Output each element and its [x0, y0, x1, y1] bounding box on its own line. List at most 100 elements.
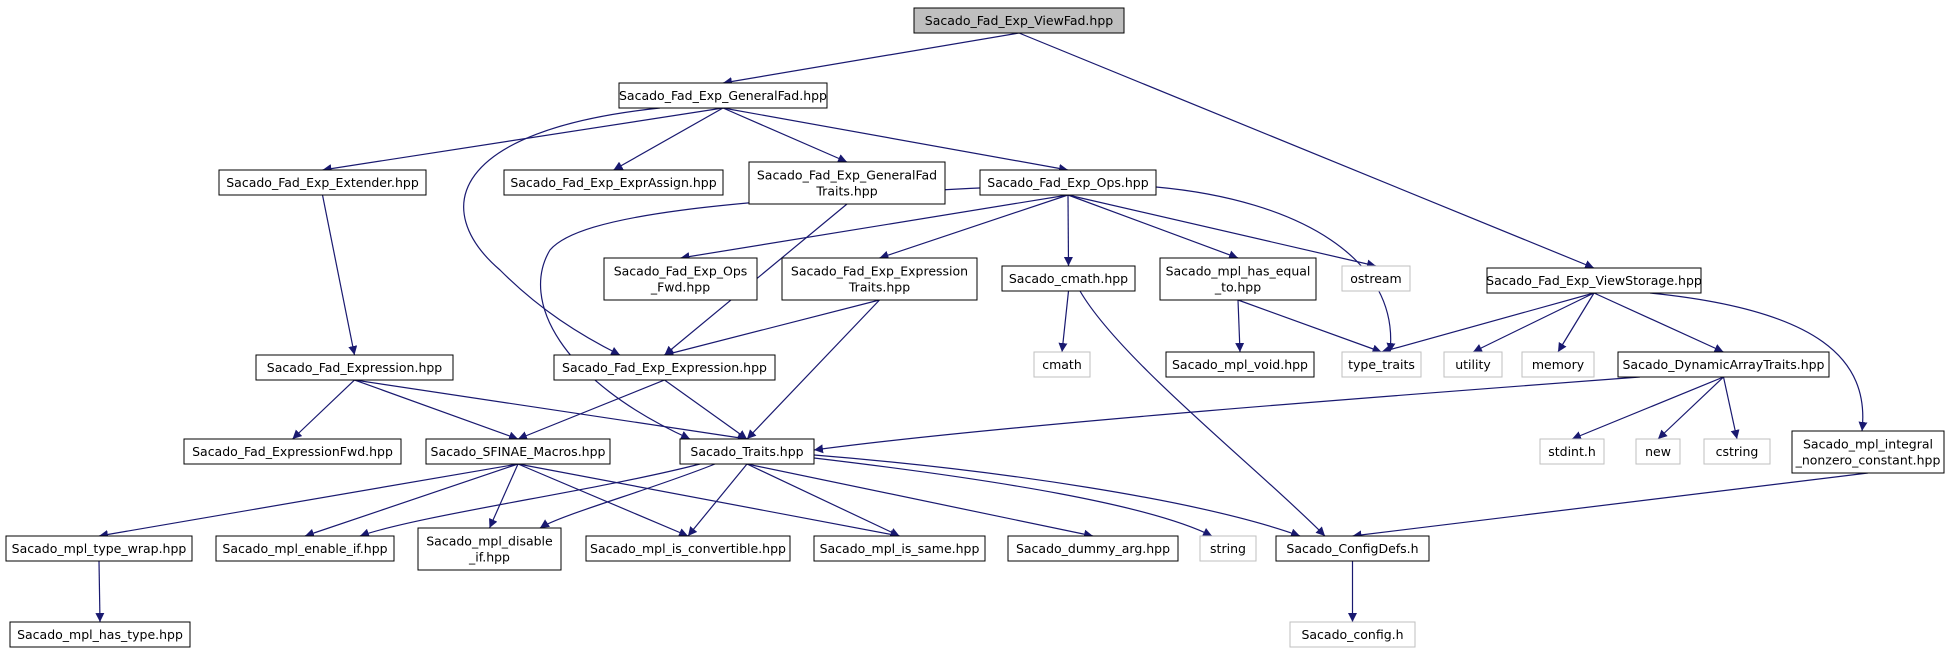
node-stdint: stdint.h: [1539, 438, 1605, 465]
node-box: [781, 257, 978, 301]
edge-generalfad-to-gftraits: [722, 107, 848, 163]
node-enableif[interactable]: Sacado_mpl_enable_if.hpp: [215, 535, 395, 562]
node-label: Sacado_Fad_Exp_Ops: [614, 264, 748, 279]
node-label: Sacado_Fad_Exp_GeneralFad.hpp: [619, 88, 827, 103]
node-label: cmath: [1042, 357, 1082, 372]
node-label: Sacado_mpl_type_wrap.hpp: [12, 541, 187, 556]
node-box: [748, 161, 946, 205]
edge-fadexpression-to-exprfwd: [292, 379, 355, 440]
edge-cmathhpp-to-cmath: [1058, 290, 1070, 353]
node-opsfwd[interactable]: Sacado_Fad_Exp_Ops_Fwd.hpp: [603, 257, 758, 301]
edge-viewstorage-to-integral: [1649, 292, 1868, 432]
node-box: [1289, 621, 1416, 648]
node-label: Sacado_cmath.hpp: [1009, 271, 1128, 286]
node-label: Traits.hpp: [848, 280, 910, 295]
node-box: [679, 438, 815, 465]
edge-hasequal-to-mplvoid: [1235, 299, 1245, 353]
node-box: [215, 535, 395, 562]
node-configdefs[interactable]: Sacado_ConfigDefs.h: [1275, 535, 1430, 562]
node-extender[interactable]: Sacado_Fad_Exp_Extender.hpp: [218, 169, 427, 196]
node-traits[interactable]: Sacado_Traits.hpp: [679, 438, 815, 465]
node-memory: memory: [1521, 351, 1595, 378]
node-fadexpression[interactable]: Sacado_Fad_Expression.hpp: [255, 354, 454, 381]
edge-viewstorage-to-utility: [1472, 292, 1595, 353]
node-box: [913, 7, 1125, 34]
edge-traits-to-enableif: [359, 463, 701, 538]
node-box: [1199, 535, 1257, 562]
node-issame[interactable]: Sacado_mpl_is_same.hpp: [813, 535, 986, 562]
node-label: Sacado_mpl_has_type.hpp: [17, 627, 183, 642]
edge-sfinae-to-isconvertible: [517, 463, 689, 537]
node-box: [5, 535, 193, 562]
node-hastype[interactable]: Sacado_mpl_has_type.hpp: [9, 621, 191, 648]
node-box: [1443, 351, 1503, 378]
node-sfinae[interactable]: Sacado_SFINAE_Macros.hpp: [425, 438, 611, 465]
node-box: [1007, 535, 1179, 562]
edge-expexpression-to-sfinae: [517, 379, 665, 440]
edge-dyntraits-to-new: [1657, 376, 1724, 440]
node-cstring: cstring: [1703, 438, 1771, 465]
node-label: Sacado_SFINAE_Macros.hpp: [431, 444, 606, 459]
node-box: [813, 535, 986, 562]
edge-cmathhpp-to-configdefs: [1079, 290, 1326, 537]
node-box: [1165, 351, 1315, 378]
node-disableif[interactable]: Sacado_mpl_disable_if.hpp: [417, 527, 562, 571]
node-exprassign[interactable]: Sacado_Fad_Exp_ExprAssign.hpp: [503, 169, 724, 196]
node-box: [417, 527, 562, 571]
node-ops[interactable]: Sacado_Fad_Exp_Ops.hpp: [979, 169, 1157, 196]
node-label: Sacado_mpl_void.hpp: [1172, 357, 1308, 372]
edge-generalfad-to-exprassign: [613, 107, 724, 171]
node-box: [9, 621, 191, 648]
node-box: [503, 169, 724, 196]
node-box: [1341, 351, 1422, 378]
node-box: [1703, 438, 1771, 465]
node-box: [425, 438, 611, 465]
edge-traits-to-disableif: [539, 463, 716, 529]
edge-typewrap-to-hastype: [95, 560, 105, 623]
node-string: string: [1199, 535, 1257, 562]
node-box: [1159, 257, 1317, 301]
node-cmathhpp[interactable]: Sacado_cmath.hpp: [1001, 265, 1136, 292]
node-generalfad[interactable]: Sacado_Fad_Exp_GeneralFad.hpp: [618, 82, 828, 109]
node-label: Sacado_ConfigDefs.h: [1286, 541, 1418, 556]
node-box: [618, 82, 828, 109]
node-label: ostream: [1350, 271, 1401, 286]
node-label: cstring: [1716, 444, 1759, 459]
node-label: _to.hpp: [1214, 280, 1261, 295]
edge-ops-to-typetraits: [1155, 186, 1396, 353]
node-integral[interactable]: Sacado_mpl_integral_nonzero_constant.hpp: [1791, 430, 1945, 474]
node-box: [218, 169, 427, 196]
node-typewrap[interactable]: Sacado_mpl_type_wrap.hpp: [5, 535, 193, 562]
node-label: Sacado_mpl_disable: [426, 534, 553, 549]
node-label: Sacado_mpl_integral: [1803, 437, 1933, 452]
edge-viewfad-to-viewstorage: [1018, 32, 1595, 269]
node-label: _Fwd.hpp: [650, 280, 710, 295]
node-box: [1521, 351, 1595, 378]
node-label: Sacado_config.h: [1301, 627, 1403, 642]
edge-viewstorage-to-typetraits: [1381, 292, 1595, 354]
node-box: [1486, 267, 1702, 294]
node-dyntraits[interactable]: Sacado_DynamicArrayTraits.hpp: [1617, 351, 1830, 378]
edge-dyntraits-to-traits: [813, 376, 1641, 454]
node-expexpression[interactable]: Sacado_Fad_Exp_Expression.hpp: [553, 354, 776, 381]
node-label: Sacado_Fad_Expression.hpp: [267, 360, 443, 375]
edge-sfinae-to-enableif: [304, 463, 519, 538]
edge-ops-to-hasequal: [1067, 194, 1239, 260]
edge-viewfad-to-generalfad: [722, 32, 1020, 86]
node-mplvoid[interactable]: Sacado_mpl_void.hpp: [1165, 351, 1315, 378]
node-hasequal[interactable]: Sacado_mpl_has_equal_to.hpp: [1159, 257, 1317, 301]
node-isconvertible[interactable]: Sacado_mpl_is_convertible.hpp: [585, 535, 791, 562]
edge-dyntraits-to-stdint: [1571, 376, 1724, 440]
node-label: string: [1210, 541, 1246, 556]
node-viewfad[interactable]: Sacado_Fad_Exp_ViewFad.hpp: [913, 7, 1125, 34]
node-exprfwd[interactable]: Sacado_Fad_ExpressionFwd.hpp: [183, 438, 402, 465]
node-dummyarg[interactable]: Sacado_dummy_arg.hpp: [1007, 535, 1179, 562]
node-typetraits: type_traits: [1341, 351, 1422, 378]
edge-traits-to-dummyarg: [746, 463, 1094, 539]
node-cmath: cmath: [1033, 351, 1091, 378]
node-label: Sacado_Fad_ExpressionFwd.hpp: [192, 444, 393, 459]
edge-hasequal-to-typetraits: [1237, 299, 1382, 354]
node-viewstorage[interactable]: Sacado_Fad_Exp_ViewStorage.hpp: [1486, 267, 1702, 294]
